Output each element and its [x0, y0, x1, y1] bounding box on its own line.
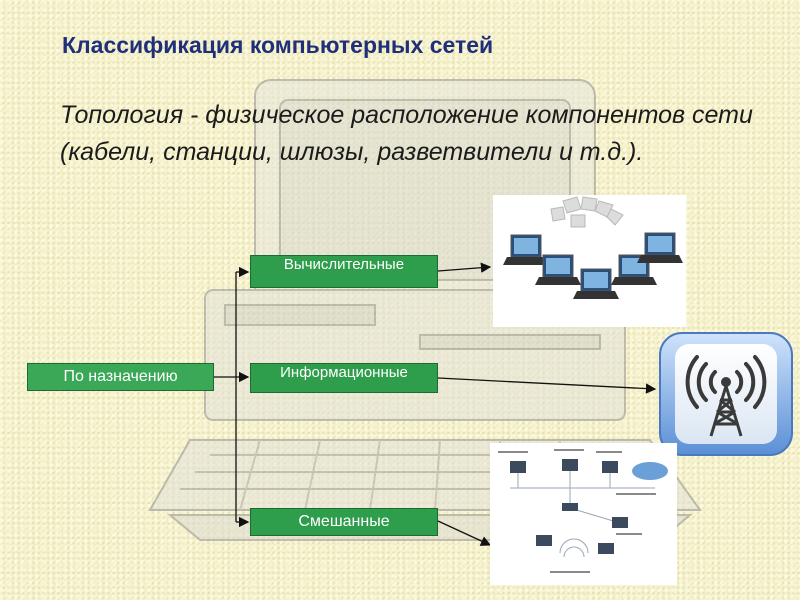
- network-diagram-illustration: [490, 443, 677, 585]
- slide-title: Классификация компьютерных сетей: [62, 32, 494, 58]
- mixed-image-arrow: [437, 520, 492, 546]
- laptops-around-network-icon: [493, 195, 686, 327]
- laptop-icons: [503, 232, 683, 299]
- node-computing: Вычислительные: [250, 255, 438, 288]
- info-image-arrow: [437, 377, 657, 394]
- computing-image-arrow: [437, 262, 492, 273]
- node-informational: Информационные: [250, 363, 438, 393]
- root-node: По назначению: [27, 363, 214, 391]
- node-mixed: Смешанные: [250, 508, 438, 536]
- wifi-antenna-icon: [659, 332, 793, 456]
- topology-definition: Топология - физическое расположение комп…: [60, 101, 753, 166]
